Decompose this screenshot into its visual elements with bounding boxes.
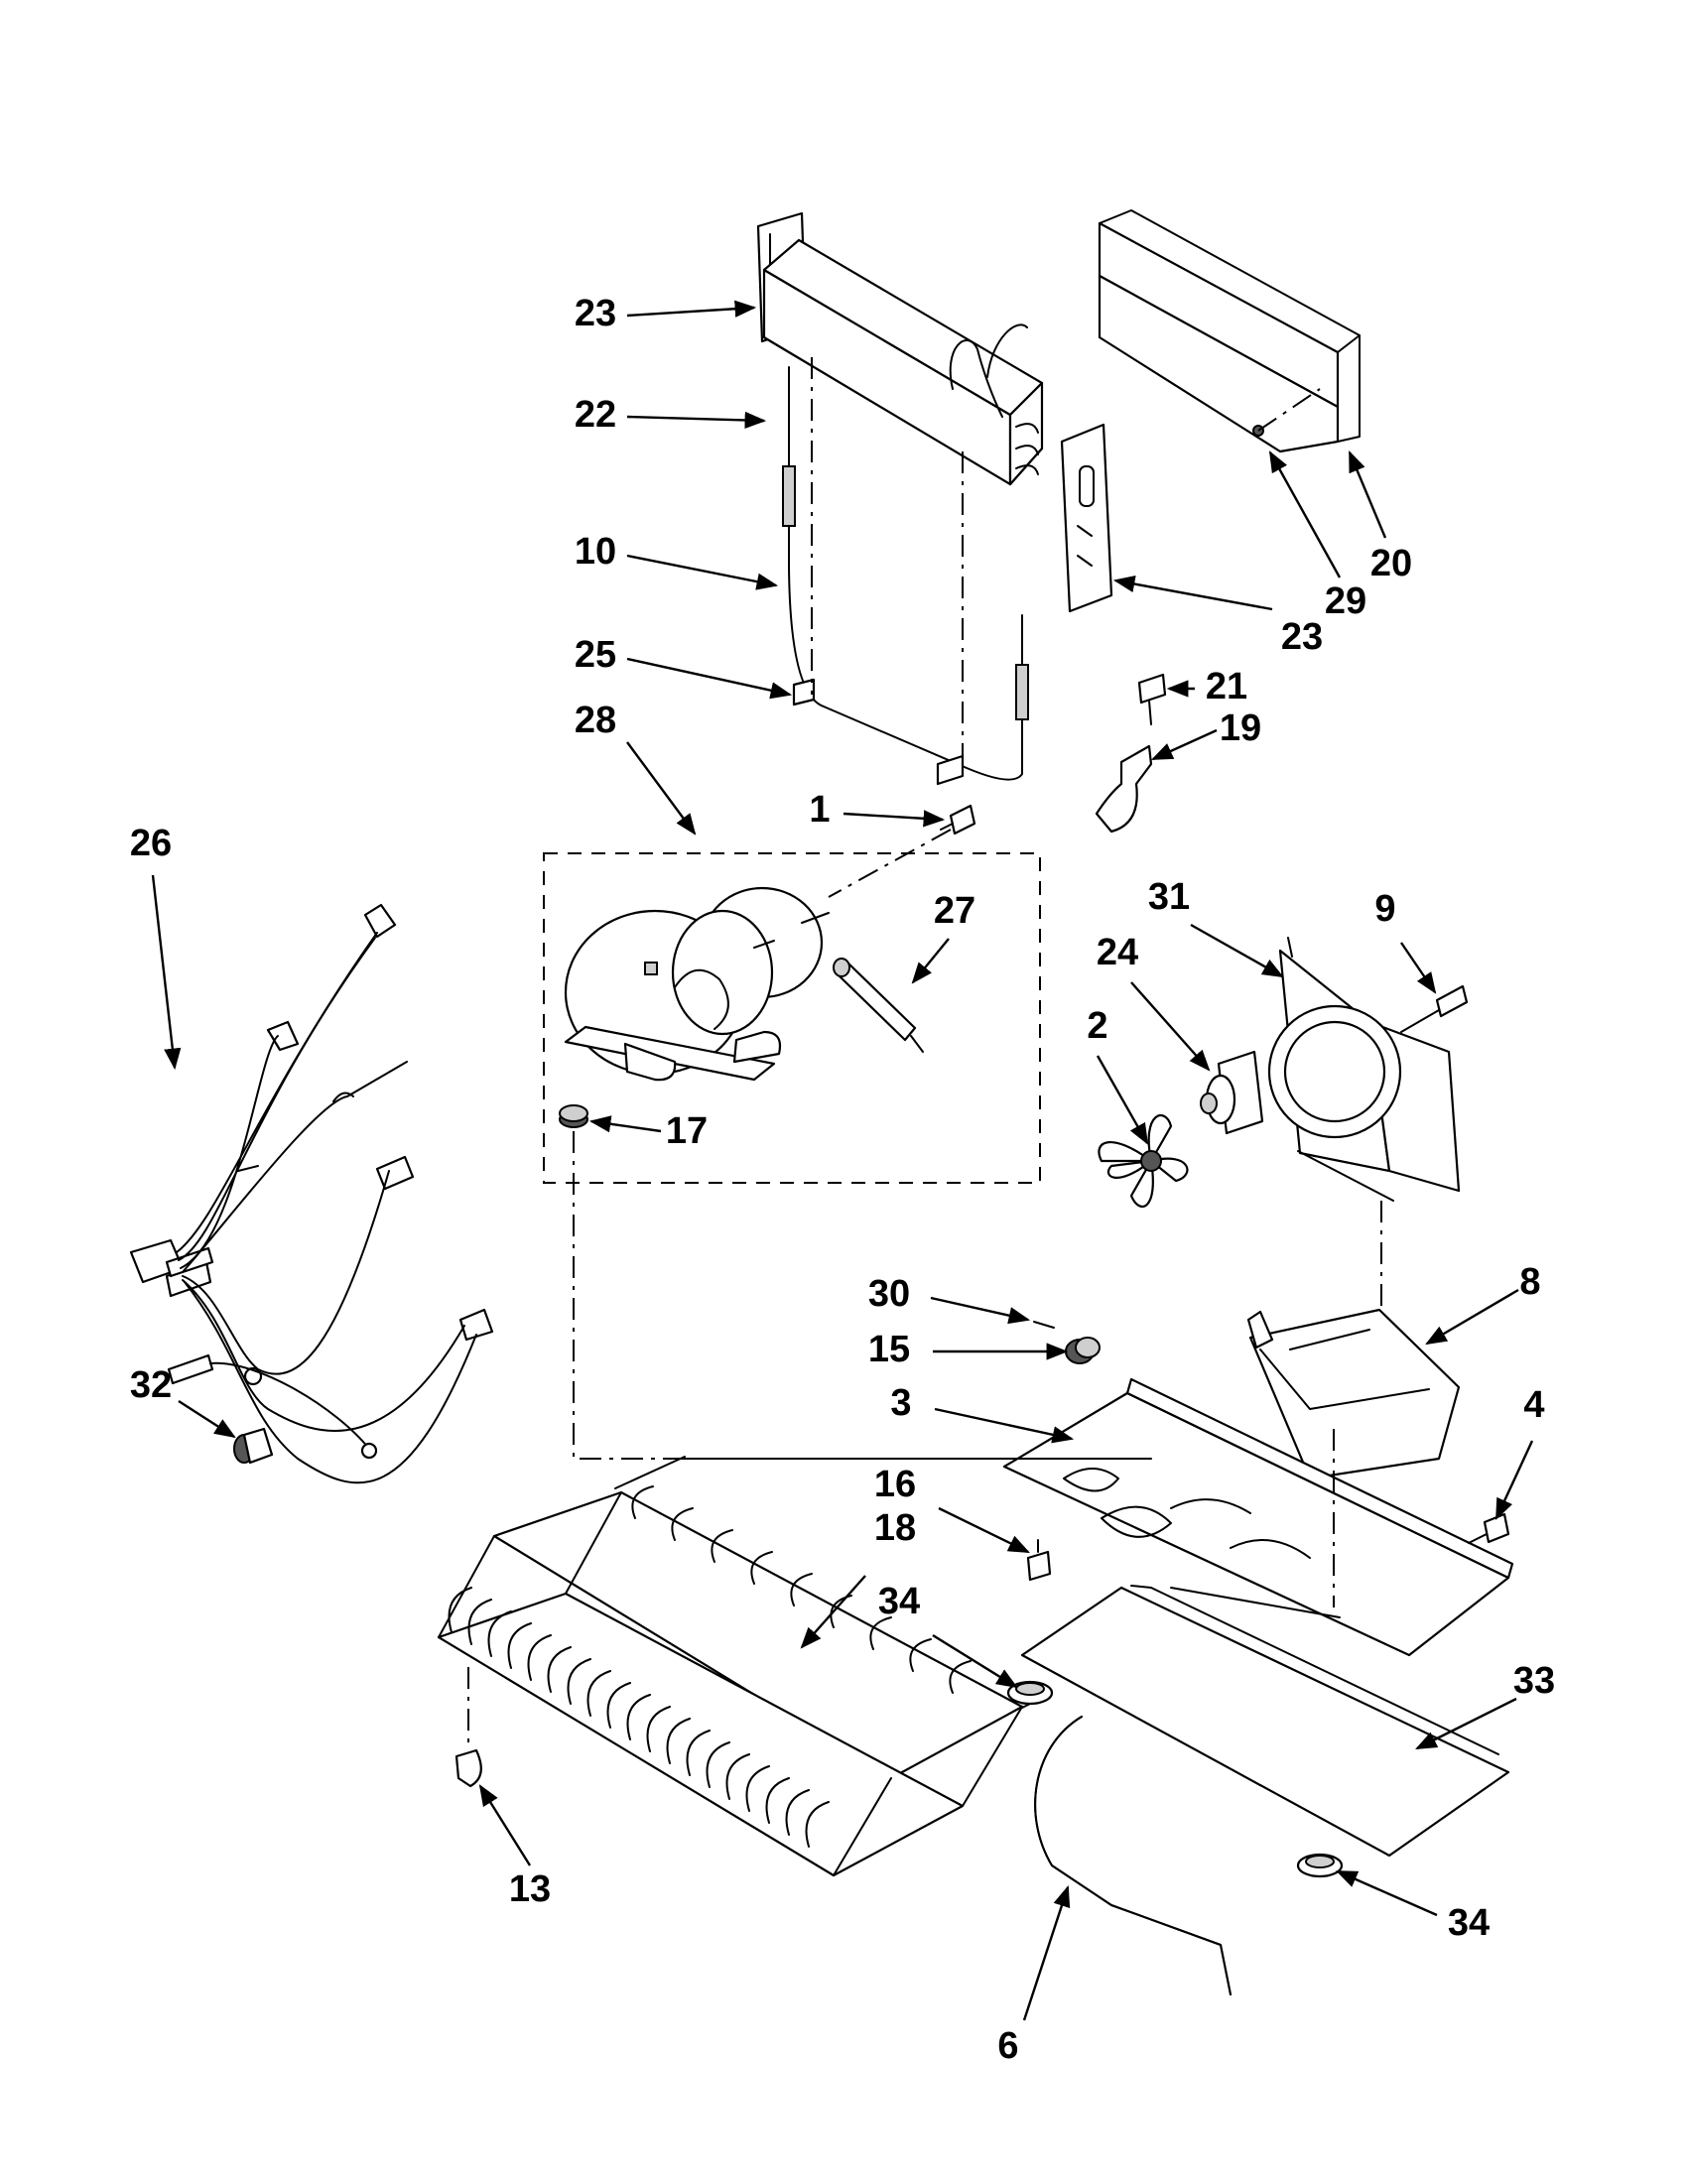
- shroud-screw: [1400, 984, 1469, 1033]
- tube-clip: [1095, 744, 1153, 834]
- callout-22: 22: [575, 394, 616, 436]
- callout-32: 32: [130, 1364, 172, 1406]
- callout-33: 33: [1513, 1660, 1555, 1702]
- callout-3: 3: [890, 1382, 911, 1424]
- filter-drier: [833, 958, 924, 1053]
- callout-18: 18: [874, 1507, 916, 1549]
- bracket-screw: [1137, 673, 1167, 725]
- callout-34-upper: 34: [878, 1581, 920, 1622]
- compressor-assembly-box: [543, 852, 1041, 1184]
- compressor: [564, 886, 830, 1082]
- base-screw: [1468, 1512, 1510, 1544]
- callout-23-right: 23: [1281, 616, 1323, 658]
- callout-15: 15: [868, 1329, 910, 1370]
- condenser-fan-shroud: [1267, 937, 1461, 1202]
- callout-26: 26: [130, 823, 172, 864]
- evaporator: [762, 238, 1044, 486]
- callout-30: 30: [868, 1273, 910, 1315]
- callout-13: 13: [509, 1868, 551, 1910]
- condenser-fan-blade: [1098, 1114, 1189, 1208]
- callout-21: 21: [1206, 666, 1247, 707]
- callout-25: 25: [575, 634, 616, 676]
- callout-1: 1: [809, 789, 830, 831]
- callout-31: 31: [1148, 876, 1190, 918]
- callout-9: 9: [1374, 888, 1395, 930]
- condenser-fan-motor: [1200, 1050, 1264, 1135]
- base-mount-screw: [1026, 1539, 1052, 1582]
- callout-24: 24: [1097, 932, 1138, 973]
- callout-6: 6: [997, 2025, 1018, 2067]
- base-grommet: [1065, 1337, 1101, 1364]
- wiring-harness: [129, 903, 494, 1484]
- callout-20: 20: [1370, 543, 1412, 584]
- callout-28: 28: [575, 700, 616, 741]
- evaporator-cover: [1098, 209, 1361, 453]
- callout-34-lower: 34: [1448, 1902, 1490, 1944]
- harness-plug: [233, 1427, 274, 1465]
- drain-tube: [1034, 1716, 1232, 1995]
- callout-23-left: 23: [575, 293, 616, 334]
- leveling-foot-upper: [1006, 1680, 1054, 1706]
- condenser-coil: [437, 1456, 1033, 1877]
- callout-17: 17: [666, 1110, 708, 1152]
- base-cover-plate: [1020, 1585, 1510, 1858]
- callout-27: 27: [934, 890, 975, 932]
- callout-29: 29: [1325, 580, 1366, 622]
- evaporator-bracket-right: [1060, 423, 1113, 613]
- compressor-screw: [940, 804, 976, 835]
- drain-heater-wire: [782, 366, 1029, 786]
- callout-4: 4: [1523, 1384, 1544, 1426]
- compressor-grommet: [559, 1104, 588, 1128]
- fan-bracket: [1246, 1308, 1461, 1480]
- base-pin: [1033, 1321, 1055, 1329]
- callout-19: 19: [1220, 707, 1261, 749]
- callout-16: 16: [874, 1464, 916, 1505]
- callout-labels: 23 22 10 25 28 1 26 27 17 20 29 23 21 19…: [130, 293, 1555, 2067]
- coil-clip: [454, 1748, 482, 1788]
- callout-8: 8: [1519, 1261, 1540, 1303]
- callout-10: 10: [575, 531, 616, 573]
- callout-2: 2: [1087, 1005, 1107, 1047]
- leader-lines: [151, 300, 1534, 2021]
- leveling-foot-lower: [1296, 1853, 1344, 1878]
